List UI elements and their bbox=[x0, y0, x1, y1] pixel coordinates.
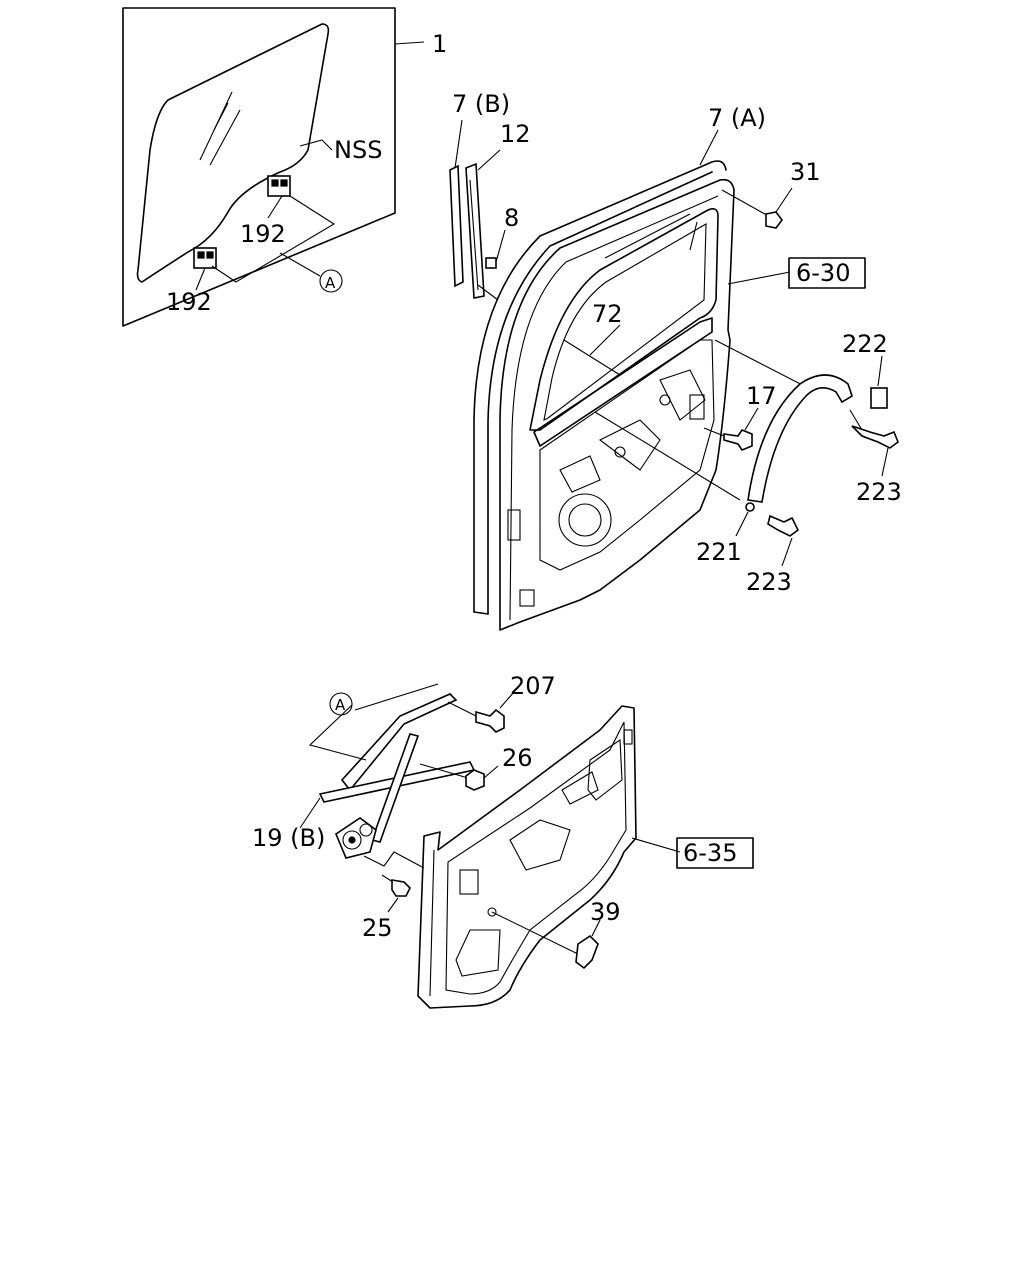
label-part-223-lower: 223 bbox=[746, 568, 792, 596]
reference-circle-a-top bbox=[319, 269, 343, 293]
cap-222 bbox=[870, 387, 888, 409]
label-part-8: 8 bbox=[504, 204, 519, 232]
screw-31 bbox=[721, 187, 793, 229]
window-regulator-group bbox=[299, 683, 477, 869]
nut-26 bbox=[465, 765, 499, 791]
glass-clip-lower bbox=[193, 247, 217, 269]
label-ref-a-bottom: A bbox=[335, 696, 346, 714]
label-part-192-lower: 192 bbox=[166, 288, 212, 316]
striker-bracket-group bbox=[703, 355, 899, 567]
label-part-17: 17 bbox=[746, 382, 777, 410]
bolt-207 bbox=[475, 691, 515, 733]
regulator-arm-b bbox=[370, 733, 420, 843]
clip-8 bbox=[485, 229, 506, 269]
label-part-19b: 19 (B) bbox=[252, 824, 325, 852]
label-part-7a: 7 (A) bbox=[708, 104, 766, 132]
label-part-72: 72 bbox=[592, 300, 623, 328]
label-ref-6-35: 6-35 bbox=[683, 839, 737, 867]
run-channel-7b bbox=[449, 164, 464, 288]
run-channel-12 bbox=[465, 162, 485, 299]
label-part-207: 207 bbox=[510, 672, 556, 700]
label-part-222: 222 bbox=[842, 330, 888, 358]
label-part-25: 25 bbox=[362, 914, 393, 942]
label-part-26: 26 bbox=[502, 744, 533, 772]
reference-box-6-35 bbox=[676, 837, 754, 869]
label-part-221: 221 bbox=[696, 538, 742, 566]
glass-inset-frame bbox=[122, 7, 396, 327]
door-glass bbox=[136, 23, 330, 283]
clip-39 bbox=[575, 919, 601, 970]
label-part-1: 1 bbox=[432, 30, 447, 58]
reference-circle-a-bottom bbox=[329, 692, 353, 716]
label-part-223-upper: 223 bbox=[856, 478, 902, 506]
glass-clip-upper bbox=[267, 175, 291, 197]
label-ref-a-top: A bbox=[325, 274, 336, 292]
regulator-gear-base bbox=[335, 817, 377, 859]
weatherstrip-7a bbox=[473, 129, 727, 615]
bracket-221 bbox=[747, 374, 853, 503]
reference-box-6-30 bbox=[788, 257, 866, 289]
label-part-192-upper: 192 bbox=[240, 220, 286, 248]
label-nss: NSS bbox=[334, 136, 382, 164]
label-part-12: 12 bbox=[500, 120, 531, 148]
label-part-39: 39 bbox=[590, 898, 621, 926]
door-panel bbox=[499, 178, 813, 631]
run-channel-group bbox=[449, 119, 506, 301]
door-trim-panel bbox=[417, 705, 681, 1009]
label-ref-6-30: 6-30 bbox=[796, 259, 850, 287]
door-glass-group bbox=[122, 7, 425, 327]
label-part-7b: 7 (B) bbox=[452, 90, 510, 118]
label-part-31: 31 bbox=[790, 158, 821, 186]
screw-25 bbox=[381, 874, 411, 913]
